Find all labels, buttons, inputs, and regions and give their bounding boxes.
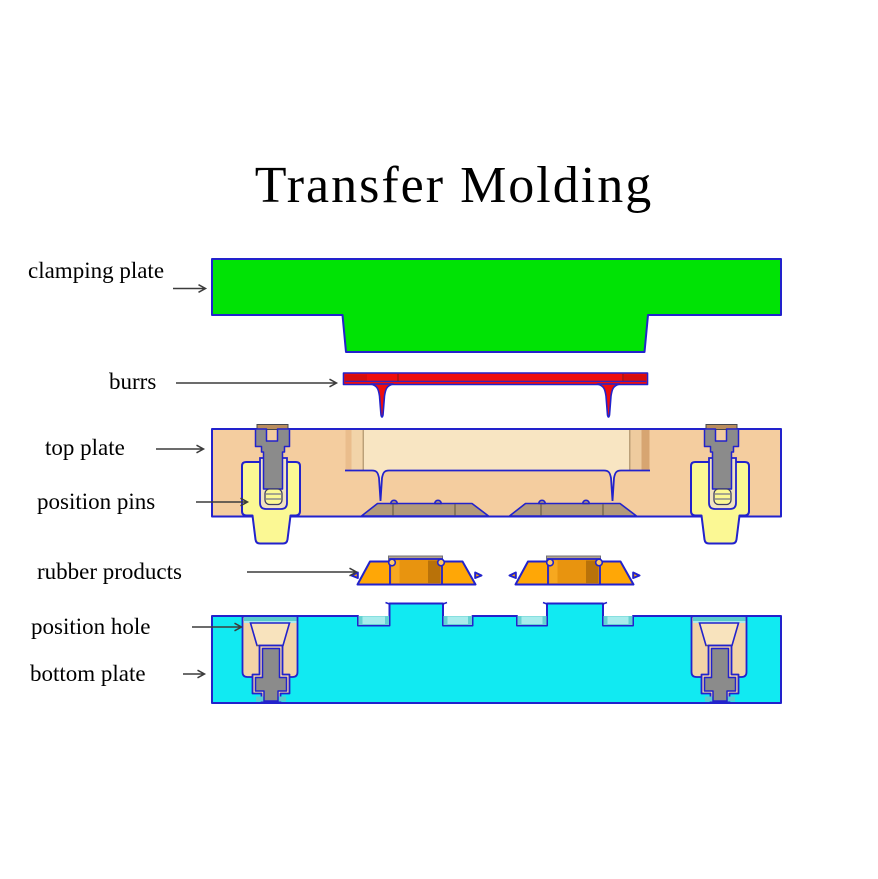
hole-teal-cap [693, 617, 746, 621]
arrow-burrs [176, 378, 339, 388]
insert-shade [428, 560, 441, 583]
pocket-floor-line [345, 469, 650, 502]
flash-tab [474, 571, 483, 579]
position-pin-left [241, 424, 301, 545]
insert-bump [387, 558, 397, 567]
hole-teal-cap2 [244, 621, 297, 623]
label-bottom-plate: bottom plate [30, 661, 146, 686]
pocket-shade [630, 430, 642, 471]
locating-pin [254, 647, 288, 702]
insert-bump [545, 558, 555, 567]
hole-cup [249, 622, 291, 647]
page-title: Transfer Molding [254, 157, 654, 214]
burrs-end-shade-left [345, 374, 367, 381]
label-position-pins: position pins [37, 489, 156, 514]
insert-bump [436, 558, 446, 567]
position-hole-left [241, 615, 299, 703]
label-arrows [156, 284, 359, 679]
label-rubber-products: rubber products [37, 559, 182, 584]
mold-cavity-left [360, 499, 490, 517]
label-top-plate: top plate [45, 435, 125, 460]
bolt-threads [713, 488, 732, 506]
rubber-product-left [350, 555, 483, 586]
bolt [254, 428, 291, 490]
arrow-position-hole [192, 622, 244, 632]
flash-tab [508, 571, 517, 579]
hole-teal-cap2 [693, 621, 746, 623]
hole-cup [698, 622, 740, 647]
bolt-cap [705, 424, 738, 430]
arrow-bottom-plate [183, 669, 207, 679]
bolt-cap [256, 424, 289, 430]
top-recesses [358, 616, 633, 625]
position-pin-right [690, 424, 750, 545]
locating-pin [703, 647, 737, 702]
label-clamping-plate: clamping plate [28, 258, 165, 283]
sprue-funnel-right [604, 470, 621, 501]
insert-shade [549, 560, 558, 583]
bolt-threads [264, 488, 283, 506]
arrow-rubber-products [247, 567, 359, 577]
clamping-plate-shape [211, 258, 782, 353]
label-position-hole: position hole [31, 614, 151, 639]
bottom-plate-shape [211, 601, 782, 704]
rubber-product-right [508, 555, 641, 586]
pocket-shade [351, 430, 363, 471]
arrow-clamping-plate [173, 284, 208, 293]
burr-spike-right [596, 383, 621, 418]
hole-teal-cap [244, 617, 297, 621]
pocket-shade [641, 430, 650, 471]
pocket-shade [345, 430, 352, 471]
sprue-funnel-left [372, 470, 389, 501]
flash-tab [350, 571, 359, 579]
insert-shade [391, 560, 400, 583]
insert-shade [586, 560, 599, 583]
arrow-top-plate [156, 444, 206, 454]
flash-tab [632, 571, 641, 579]
mold-cavity-right [508, 499, 638, 517]
arrow-position-pins [196, 497, 250, 507]
bolt [703, 428, 740, 490]
bump-ears [385, 601, 608, 605]
burrs-end-shade-right [624, 374, 646, 381]
position-hole-right [690, 615, 748, 703]
label-burrs: burrs [109, 369, 157, 394]
insert-bump [594, 558, 604, 567]
top-plate-shape [211, 428, 782, 518]
top-plate-pocket [345, 430, 650, 471]
burrs-shape [342, 372, 649, 418]
burr-spike-left [370, 383, 394, 418]
